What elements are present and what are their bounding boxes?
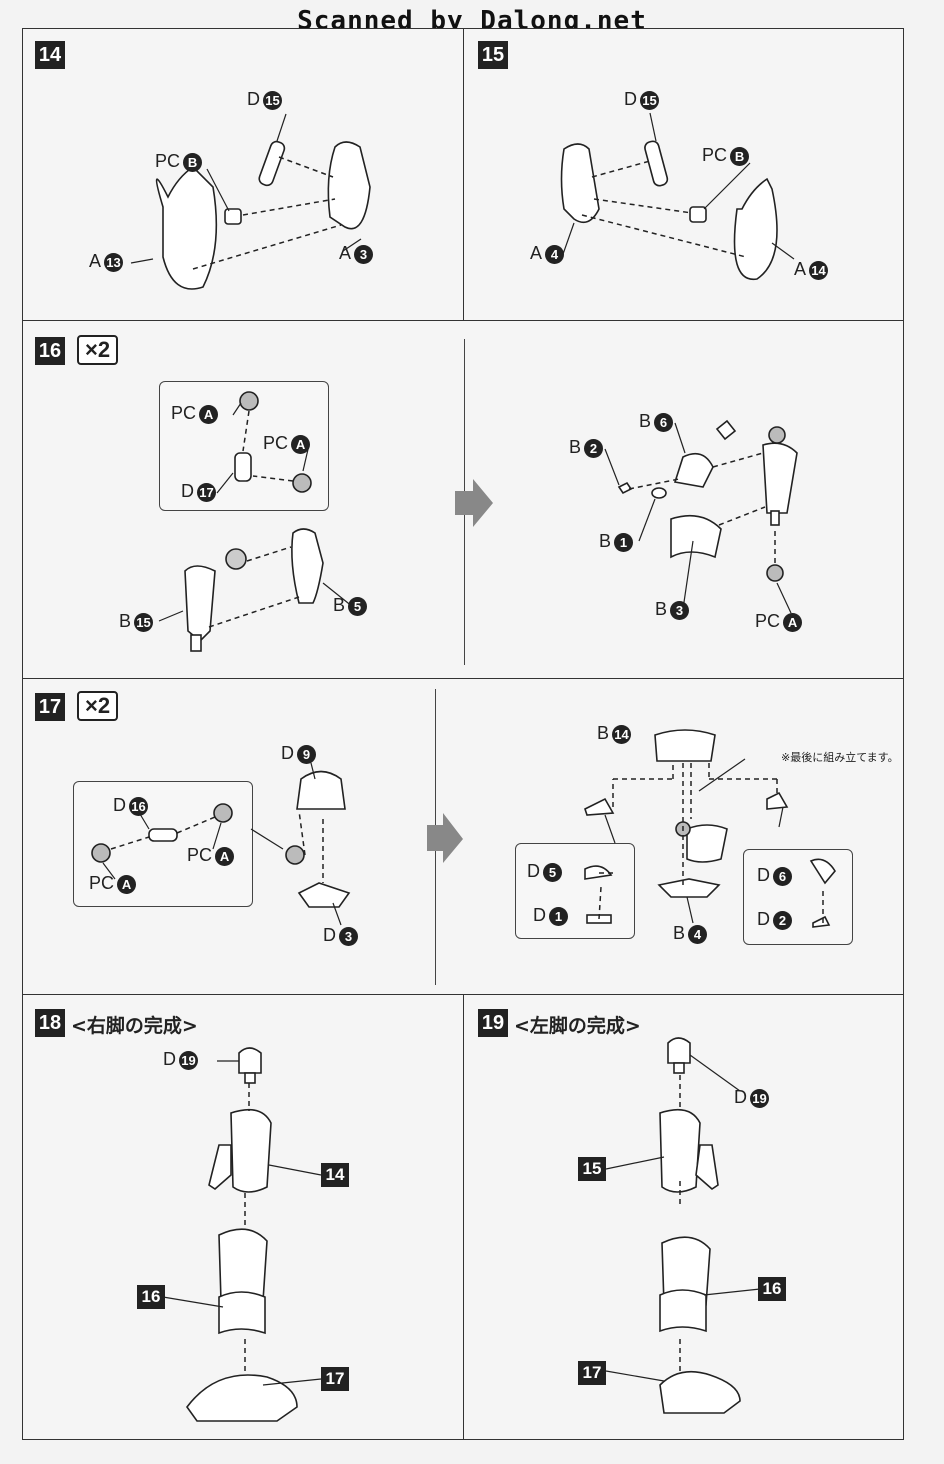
assembly-14 bbox=[230, 1108, 272, 1193]
step-title: <右脚の完成> bbox=[71, 1015, 198, 1037]
part-d15-pin bbox=[258, 140, 286, 187]
d6-d2-inset bbox=[743, 849, 853, 945]
step-16-diagram bbox=[158, 391, 798, 652]
next-arrow bbox=[455, 479, 493, 527]
step-17-diagram bbox=[91, 729, 836, 928]
multiplier-badge: ×2 bbox=[77, 335, 119, 365]
d5-d1-inset bbox=[515, 843, 635, 939]
part-d15-pin bbox=[644, 140, 669, 187]
next-arrow bbox=[427, 813, 463, 863]
ref-badge-15: 15 bbox=[578, 1157, 606, 1181]
ref-badge-16: 16 bbox=[758, 1277, 786, 1301]
assembly-17 bbox=[186, 1374, 298, 1422]
assemble-last-note: ※最後に組み立てます。 bbox=[781, 751, 899, 764]
step-number: 15 bbox=[478, 41, 508, 69]
step-19-diagram bbox=[605, 1037, 761, 1414]
step-16-panel: 16 ×2 bbox=[22, 320, 904, 680]
part-a13-shell bbox=[155, 165, 218, 290]
part-d19 bbox=[238, 1047, 262, 1074]
multiplier-badge: ×2 bbox=[77, 691, 119, 721]
part-a3-frame bbox=[327, 141, 371, 230]
assembly-17 bbox=[659, 1370, 741, 1414]
step-17-panel: 17 ×2 ※最後に組み立てます。 bbox=[22, 678, 904, 996]
ref-badge-17: 17 bbox=[321, 1367, 349, 1391]
step-14-diagram bbox=[130, 113, 371, 290]
assembly-15 bbox=[659, 1108, 701, 1193]
step-number: 16 bbox=[35, 337, 65, 365]
part-pcb-cap bbox=[689, 206, 707, 223]
step-15-diagram bbox=[560, 112, 795, 280]
step-number: 19 bbox=[478, 1009, 508, 1037]
step-number: 18 bbox=[35, 1009, 65, 1037]
ref-badge-14: 14 bbox=[321, 1163, 349, 1187]
part-a14-shell bbox=[733, 177, 778, 280]
step-18-diagram bbox=[162, 1047, 322, 1422]
part-d19 bbox=[667, 1037, 691, 1064]
ref-badge-16: 16 bbox=[137, 1285, 165, 1309]
step-number: 17 bbox=[35, 693, 65, 721]
ref-badge-17: 17 bbox=[578, 1361, 606, 1385]
part-pcb-cap bbox=[224, 208, 242, 225]
step-number: 14 bbox=[35, 41, 65, 69]
part-a4-frame bbox=[560, 143, 600, 224]
step-title: <左脚の完成> bbox=[514, 1015, 641, 1037]
